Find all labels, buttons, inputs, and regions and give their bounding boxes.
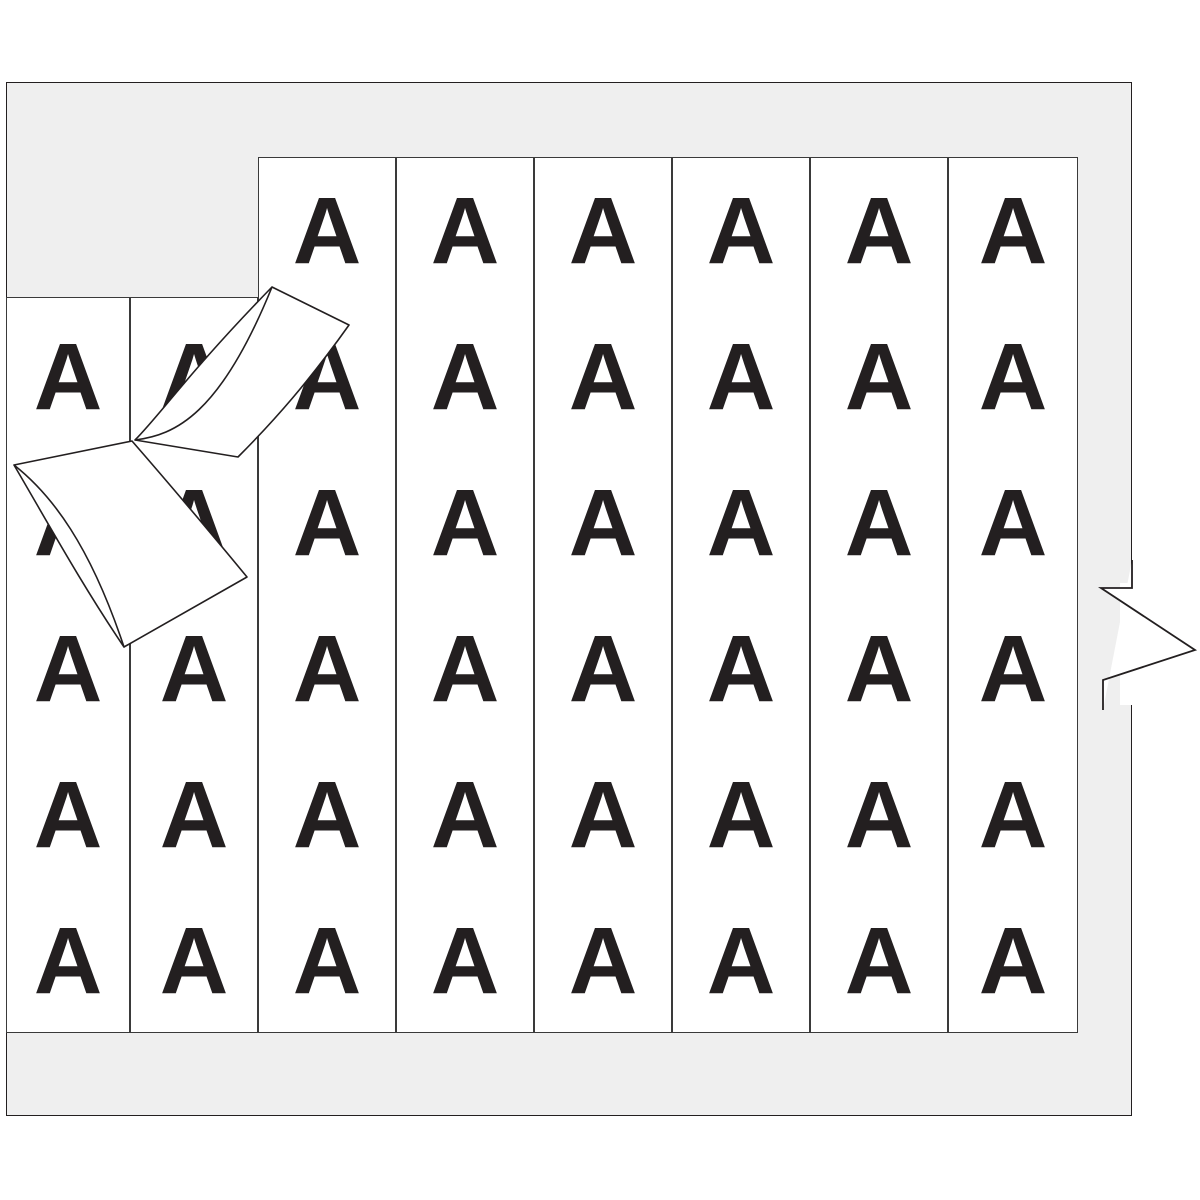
label-glyph: A [978, 469, 1048, 576]
label-cell[interactable]: A [673, 888, 809, 1032]
peel-face-upper [134, 286, 350, 458]
label-glyph: A [430, 907, 500, 1014]
label-cell[interactable]: A [397, 304, 533, 450]
label-cell[interactable]: A [811, 742, 947, 888]
peeled-label-upper[interactable] [120, 285, 350, 460]
label-glyph: A [292, 907, 362, 1014]
label-cell[interactable]: A [811, 450, 947, 596]
label-glyph: A [844, 907, 914, 1014]
label-cell[interactable]: A [811, 304, 947, 450]
label-glyph: A [159, 907, 229, 1014]
peeled-label-lower[interactable] [4, 425, 259, 655]
label-glyph: A [568, 177, 638, 284]
label-glyph: A [292, 761, 362, 868]
label-cell[interactable]: A [131, 596, 257, 742]
label-glyph: A [33, 907, 103, 1014]
label-glyph: A [568, 615, 638, 722]
label-glyph: A [430, 615, 500, 722]
label-cell[interactable]: A [949, 450, 1077, 596]
label-cell[interactable]: A [949, 596, 1077, 742]
label-glyph: A [706, 323, 776, 430]
label-glyph: A [33, 615, 103, 722]
label-glyph: A [568, 323, 638, 430]
label-cell[interactable]: A [397, 158, 533, 304]
label-glyph: A [706, 907, 776, 1014]
label-glyph: A [844, 323, 914, 430]
label-cell[interactable]: A [535, 742, 671, 888]
label-cell[interactable]: A [949, 158, 1077, 304]
label-cell[interactable]: A [7, 888, 129, 1032]
label-cell[interactable]: A [397, 888, 533, 1032]
label-cell[interactable]: A [259, 158, 395, 304]
label-cell[interactable]: A [673, 596, 809, 742]
label-glyph: A [159, 761, 229, 868]
label-cell[interactable]: A [673, 450, 809, 596]
label-cell[interactable]: A [259, 888, 395, 1032]
label-cell[interactable]: A [535, 304, 671, 450]
label-cell[interactable]: A [673, 304, 809, 450]
label-cell[interactable]: A [131, 888, 257, 1032]
label-glyph: A [292, 469, 362, 576]
tear-notch-outline [1098, 560, 1198, 710]
label-cell[interactable]: A [7, 742, 129, 888]
label-cell[interactable]: A [811, 596, 947, 742]
label-cell[interactable]: A [673, 158, 809, 304]
peel-face-lower [13, 440, 248, 648]
label-glyph: A [978, 907, 1048, 1014]
label-glyph: A [706, 615, 776, 722]
label-glyph: A [292, 615, 362, 722]
label-cell[interactable]: A [397, 450, 533, 596]
label-cell[interactable]: A [7, 304, 129, 450]
peel-curl-edge-lower [13, 464, 125, 648]
label-glyph: A [706, 177, 776, 284]
label-cell[interactable]: A [811, 158, 947, 304]
label-glyph: A [978, 615, 1048, 722]
label-glyph: A [430, 177, 500, 284]
label-glyph: A [568, 907, 638, 1014]
label-glyph: A [706, 469, 776, 576]
label-cell[interactable]: A [949, 304, 1077, 450]
label-cell[interactable]: A [259, 596, 395, 742]
label-glyph: A [159, 615, 229, 722]
label-cell[interactable]: A [131, 742, 257, 888]
label-cell[interactable]: A [535, 158, 671, 304]
label-cell[interactable]: A [259, 450, 395, 596]
label-glyph: A [430, 469, 500, 576]
label-cell[interactable]: A [535, 596, 671, 742]
label-glyph: A [706, 761, 776, 868]
label-glyph: A [978, 177, 1048, 284]
peel-curl-edge-upper [134, 286, 273, 441]
label-glyph: A [568, 469, 638, 576]
label-glyph: A [978, 761, 1048, 868]
label-cell[interactable]: A [535, 888, 671, 1032]
label-cell[interactable]: A [673, 742, 809, 888]
label-cell[interactable]: A [7, 596, 129, 742]
label-glyph: A [430, 323, 500, 430]
label-cell[interactable]: A [259, 742, 395, 888]
label-cell[interactable]: A [397, 596, 533, 742]
label-cell[interactable]: A [949, 742, 1077, 888]
label-cell[interactable]: A [397, 742, 533, 888]
label-glyph: A [292, 177, 362, 284]
perforation-tear-notch [1098, 560, 1198, 710]
label-glyph: A [844, 615, 914, 722]
label-glyph: A [844, 177, 914, 284]
label-glyph: A [844, 761, 914, 868]
label-glyph: A [33, 323, 103, 430]
label-glyph: A [978, 323, 1048, 430]
label-glyph: A [568, 761, 638, 868]
label-glyph: A [33, 761, 103, 868]
label-cell[interactable]: A [811, 888, 947, 1032]
label-cell[interactable]: A [535, 450, 671, 596]
label-glyph: A [430, 761, 500, 868]
label-cell[interactable]: A [949, 888, 1077, 1032]
label-glyph: A [844, 469, 914, 576]
